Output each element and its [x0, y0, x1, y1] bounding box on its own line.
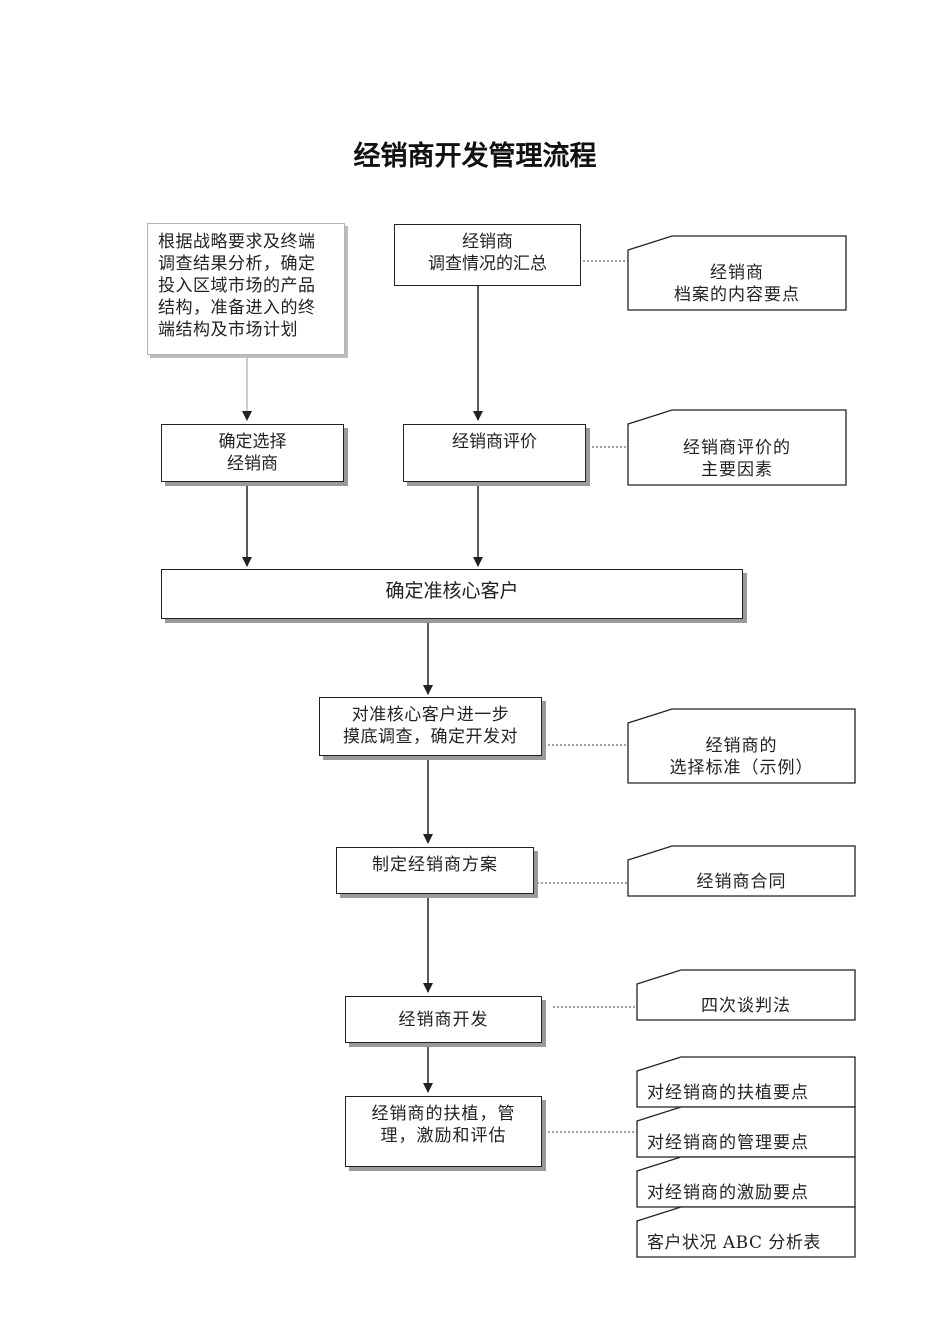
page-title: 经销商开发管理流程	[353, 141, 597, 172]
note-shape-support	[636, 1056, 856, 1108]
note-shape-contract	[627, 845, 856, 897]
note-shape-abc	[636, 1206, 856, 1258]
support-box: 经销商的扶植，管 理，激励和评估	[345, 1096, 542, 1167]
note-archive: 经销商 档案的内容要点	[674, 263, 800, 305]
note-criteria: 经销商的 选择标准（示例）	[669, 736, 814, 778]
survey-summary-box: 经销商 调查情况的汇总	[394, 224, 581, 286]
note-abc-table: 客户状况 ABC 分析表	[647, 1233, 821, 1253]
note-shape-eval-factors	[627, 409, 847, 486]
note-shape-negotiation	[636, 969, 856, 1021]
note-shape-archive	[627, 235, 847, 311]
plan-box: 制定经销商方案	[336, 847, 534, 894]
strategy-box: 根据战略要求及终端 调查结果分析，确定 投入区域市场的产品 结构，准备进入的终 …	[147, 223, 345, 355]
note-eval-factors: 经销商评价的 主要因素	[683, 437, 791, 480]
note-support-points: 对经销商的扶植要点	[647, 1083, 809, 1103]
note-manage-points: 对经销商的管理要点	[647, 1133, 809, 1153]
develop-box: 经销商开发	[345, 996, 542, 1043]
note-shape-criteria	[627, 708, 856, 784]
dealer-eval-box: 经销商评价	[403, 424, 586, 482]
core-customer-box: 确定准核心客户	[161, 569, 743, 619]
deep-survey-box: 对准核心客户进一步 摸底调查，确定开发对	[319, 697, 542, 756]
select-dealer-box: 确定选择 经销商	[161, 424, 344, 482]
note-contract: 经销商合同	[696, 872, 787, 892]
note-shape-manage	[636, 1106, 856, 1158]
note-negotiation: 四次谈判法	[701, 996, 791, 1016]
note-incentive-points: 对经销商的激励要点	[647, 1183, 809, 1203]
note-shape-incentive	[636, 1156, 856, 1208]
